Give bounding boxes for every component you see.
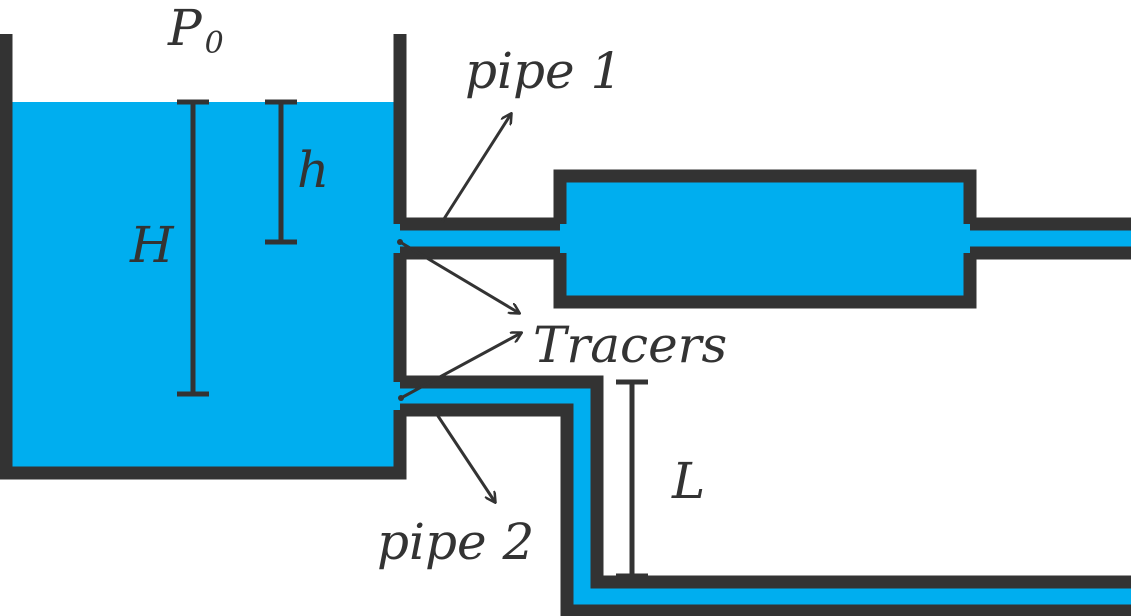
depth-label: h xyxy=(297,141,329,199)
tracer1-arrow xyxy=(399,240,519,313)
tracer2-dot xyxy=(398,395,404,401)
pipe1-arrow xyxy=(440,114,511,223)
tracer-dots xyxy=(397,239,404,401)
tank-wall xyxy=(0,34,407,480)
tracers-label: Tracers xyxy=(533,316,727,374)
tracer1-dot xyxy=(397,239,403,245)
chamber-wall xyxy=(553,169,977,309)
pipe2-inner-wall xyxy=(400,403,1131,616)
total-height-label: H xyxy=(129,216,175,274)
tracer2-arrow xyxy=(400,333,521,400)
pipe2-horizontal-water xyxy=(400,386,600,406)
outlet1-water xyxy=(970,230,1131,250)
pipe2-label: pipe 2 xyxy=(377,513,534,571)
h-dimension xyxy=(265,99,297,245)
tank-water xyxy=(10,102,400,473)
dimensions xyxy=(177,99,648,579)
L-dimension xyxy=(616,379,648,579)
pipe2-outer-wall xyxy=(400,375,1131,589)
drop-length-label: L xyxy=(671,452,705,510)
H-dimension xyxy=(177,99,209,397)
arrows xyxy=(399,114,521,502)
chamber-water xyxy=(560,180,970,300)
pipe2-arrow xyxy=(434,412,495,502)
pipe1-water xyxy=(400,230,560,250)
walls xyxy=(0,34,1131,616)
pipe1-label: pipe 1 xyxy=(465,42,622,100)
